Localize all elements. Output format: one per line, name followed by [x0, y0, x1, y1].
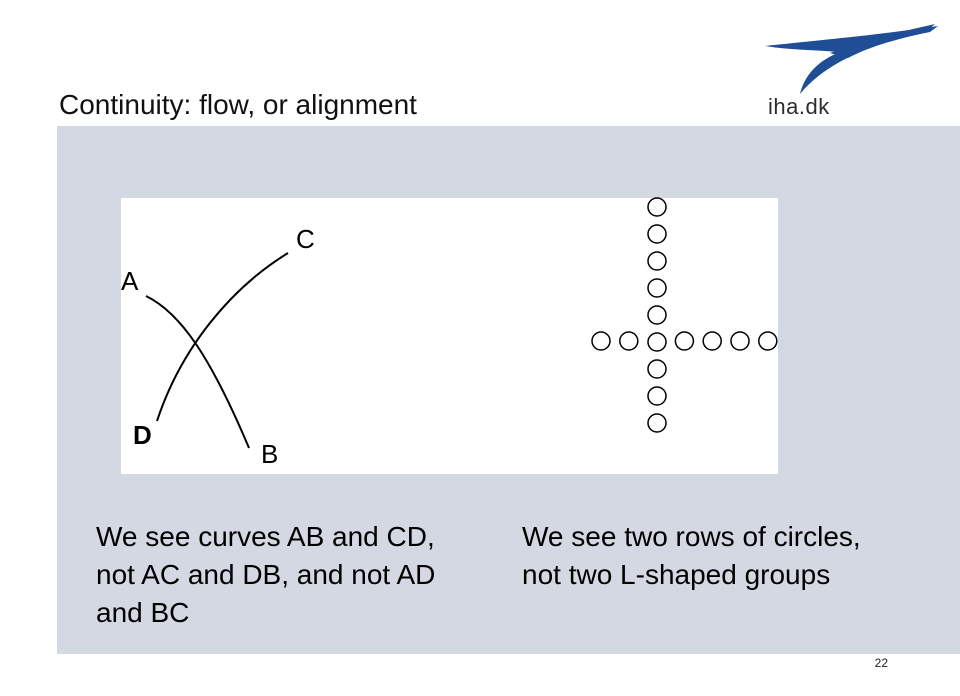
label-c: C: [296, 224, 315, 254]
curve-ab: [145, 295, 250, 449]
label-a: A: [121, 266, 139, 296]
continuity-curves-figure: A B C D: [121, 224, 315, 469]
iha-logo: [765, 24, 938, 94]
slide-title: Continuity: flow, or alignment: [59, 89, 417, 120]
caption-left: We see curves AB and CD, not AC and DB, …: [96, 521, 436, 628]
curve-cd: [156, 252, 289, 422]
label-d: D: [133, 420, 152, 450]
caption-right: We see two rows of circles, not two L-sh…: [522, 521, 861, 590]
figure-area: A B C D: [121, 198, 778, 474]
logo-text: iha.dk: [768, 94, 830, 119]
label-b: B: [261, 439, 278, 469]
logo-swoosh-2: [830, 24, 935, 58]
logo-swoosh-1: [765, 26, 938, 94]
page-number: 22: [874, 656, 888, 670]
